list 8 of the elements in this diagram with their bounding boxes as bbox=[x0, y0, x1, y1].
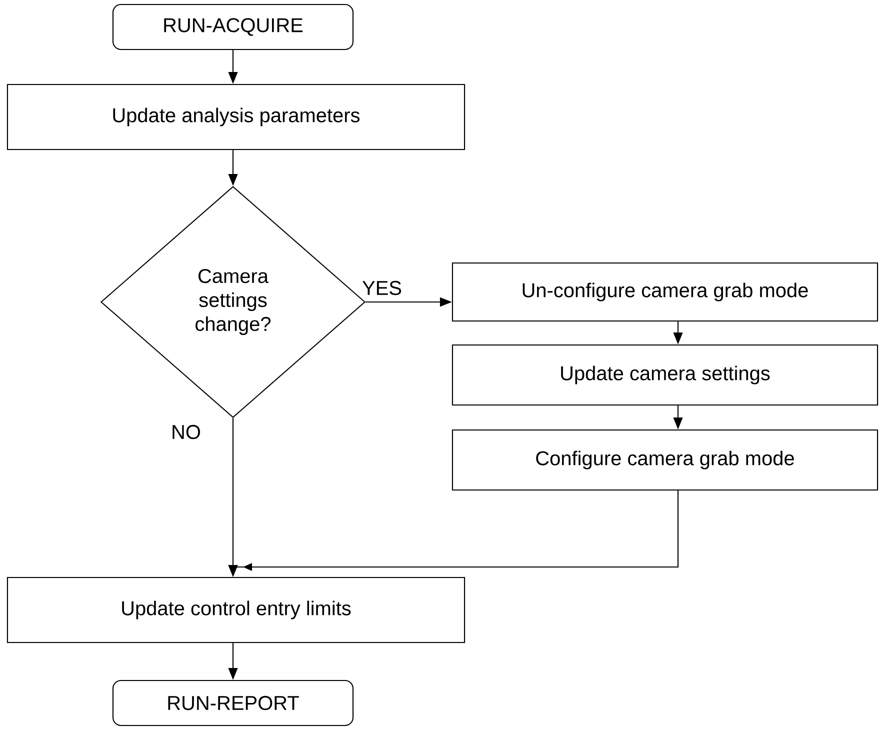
process-box: Update control entry limits bbox=[6, 576, 466, 644]
terminal-box: RUN-REPORT bbox=[112, 680, 354, 726]
process-box: Un-configure camera grab mode bbox=[452, 262, 878, 322]
process-box: Update camera settings bbox=[452, 344, 878, 406]
process-box: Configure camera grab mode bbox=[452, 429, 878, 491]
process-box: Update analysis parameters bbox=[6, 84, 466, 150]
edge-label: NO bbox=[170, 424, 202, 440]
terminal-box: RUN-ACQUIRE bbox=[112, 4, 354, 50]
